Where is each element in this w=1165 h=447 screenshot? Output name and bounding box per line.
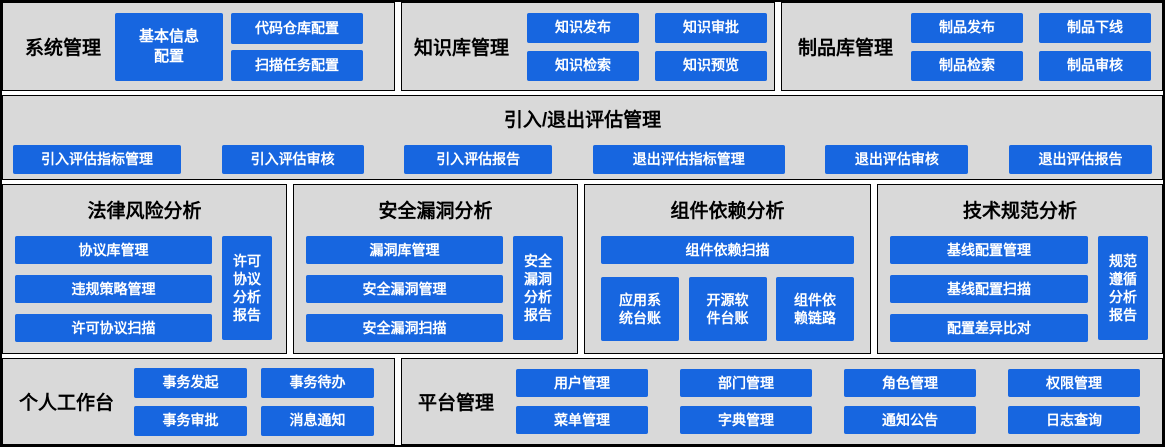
vuln-management-button[interactable]: 安全漏洞管理 — [306, 275, 503, 303]
dependency-body: 组件依赖扫描 应用系统台账 开源软件台账 组件依赖链路 — [585, 223, 870, 341]
dependency-button-row: 应用系统台账 开源软件台账 组件依赖链路 — [601, 277, 854, 341]
system-button-column: 代码仓库配置 扫描任务配置 — [231, 12, 364, 81]
platform-management-title: 平台管理 — [418, 393, 495, 414]
evaluation-button-row: 引入评估指标管理 引入评估审核 引入评估报告 退出评估指标管理 退出评估审核 退… — [3, 145, 1162, 174]
basic-info-config-button[interactable]: 基本信息配置 — [115, 12, 224, 81]
knowledge-button-grid: 知识发布 知识审批 知识检索 知识预览 — [527, 12, 768, 81]
panel-dependency-analysis: 组件依赖分析 组件依赖扫描 应用系统台账 开源软件台账 组件依赖链路 — [584, 184, 871, 354]
artifact-search-button[interactable]: 制品检索 — [911, 50, 1024, 81]
panel-artifact-management: 制品库管理 制品发布 制品下线 制品检索 制品审核 — [781, 2, 1163, 91]
legal-body: 协议库管理 违规策略管理 许可协议扫描 许可协议分析报告 — [3, 223, 286, 342]
panel-platform-management: 平台管理 用户管理 部门管理 角色管理 权限管理 菜单管理 字典管理 通知公告 … — [401, 358, 1163, 445]
system-management-title: 系统管理 — [25, 38, 102, 59]
license-scan-button[interactable]: 许可协议扫描 — [15, 314, 212, 342]
oss-ledger-button[interactable]: 开源软件台账 — [688, 277, 767, 341]
import-eval-review-button[interactable]: 引入评估审核 — [221, 145, 364, 174]
vuln-button-stack: 漏洞库管理 安全漏洞管理 安全漏洞扫描 — [306, 236, 503, 342]
exit-eval-review-button[interactable]: 退出评估审核 — [825, 145, 969, 174]
panel-legal-risk-analysis: 法律风险分析 协议库管理 违规策略管理 许可协议扫描 许可协议分析报告 — [2, 184, 287, 354]
baseline-config-scan-button[interactable]: 基线配置扫描 — [890, 275, 1088, 303]
panel-specification-analysis: 技术规范分析 基线配置管理 基线配置扫描 配置差异比对 规范遵循分析报告 — [877, 184, 1163, 354]
artifact-publish-button[interactable]: 制品发布 — [911, 12, 1024, 43]
log-query-button[interactable]: 日志查询 — [1007, 406, 1140, 434]
panel-vulnerability-analysis: 安全漏洞分析 漏洞库管理 安全漏洞管理 安全漏洞扫描 安全漏洞分析报告 — [293, 184, 578, 354]
panel-knowledge-management: 知识库管理 知识发布 知识审批 知识检索 知识预览 — [401, 2, 775, 91]
task-approve-button[interactable]: 事务审批 — [134, 405, 248, 436]
app-system-ledger-button[interactable]: 应用系统台账 — [601, 277, 679, 341]
vuln-scan-button[interactable]: 安全漏洞扫描 — [306, 314, 503, 342]
panel-personal-workbench: 个人工作台 事务发起 事务待办 事务审批 消息通知 — [2, 358, 395, 445]
role-management-button[interactable]: 角色管理 — [843, 369, 976, 397]
task-initiate-button[interactable]: 事务发起 — [134, 367, 248, 398]
knowledge-search-button[interactable]: 知识检索 — [527, 50, 640, 81]
spec-body: 基线配置管理 基线配置扫描 配置差异比对 规范遵循分析报告 — [878, 223, 1162, 342]
artifact-review-button[interactable]: 制品审核 — [1039, 50, 1152, 81]
vulnerability-title: 安全漏洞分析 — [378, 201, 493, 222]
workbench-title: 个人工作台 — [19, 393, 115, 414]
vuln-library-button[interactable]: 漏洞库管理 — [306, 236, 503, 264]
vuln-body: 漏洞库管理 安全漏洞管理 安全漏洞扫描 安全漏洞分析报告 — [294, 223, 577, 342]
dependency-scan-button[interactable]: 组件依赖扫描 — [601, 236, 854, 264]
workbench-button-grid: 事务发起 事务待办 事务审批 消息通知 — [134, 367, 375, 436]
spec-compliance-report-button[interactable]: 规范遵循分析报告 — [1098, 236, 1148, 340]
panel-system-management: 系统管理 基本信息配置 代码仓库配置 扫描任务配置 — [2, 2, 395, 91]
dependency-chain-button[interactable]: 组件依赖链路 — [776, 277, 854, 341]
legal-risk-title: 法律风险分析 — [87, 201, 202, 222]
permission-management-button[interactable]: 权限管理 — [1007, 369, 1140, 397]
user-management-button[interactable]: 用户管理 — [516, 369, 649, 397]
license-analysis-report-button[interactable]: 许可协议分析报告 — [222, 236, 272, 340]
knowledge-management-title: 知识库管理 — [414, 38, 510, 59]
knowledge-preview-button[interactable]: 知识预览 — [655, 50, 768, 81]
task-todo-button[interactable]: 事务待办 — [261, 367, 375, 398]
import-eval-report-button[interactable]: 引入评估报告 — [404, 145, 553, 174]
spec-button-stack: 基线配置管理 基线配置扫描 配置差异比对 — [890, 236, 1088, 342]
exit-eval-metrics-button[interactable]: 退出评估指标管理 — [592, 145, 785, 174]
platform-button-grid: 用户管理 部门管理 角色管理 权限管理 菜单管理 字典管理 通知公告 日志查询 — [516, 369, 1140, 434]
artifact-management-title: 制品库管理 — [798, 38, 894, 59]
specification-title: 技术规范分析 — [962, 201, 1077, 222]
code-repo-config-button[interactable]: 代码仓库配置 — [231, 12, 364, 44]
department-management-button[interactable]: 部门管理 — [680, 369, 812, 397]
message-notice-button[interactable]: 消息通知 — [261, 405, 375, 436]
exit-eval-report-button[interactable]: 退出评估报告 — [1008, 145, 1152, 174]
baseline-config-mgmt-button[interactable]: 基线配置管理 — [890, 236, 1088, 264]
knowledge-approve-button[interactable]: 知识审批 — [655, 12, 768, 43]
vuln-analysis-report-button[interactable]: 安全漏洞分析报告 — [513, 236, 563, 340]
dependency-title: 组件依赖分析 — [670, 201, 785, 222]
legal-button-stack: 协议库管理 违规策略管理 许可协议扫描 — [15, 236, 212, 342]
knowledge-publish-button[interactable]: 知识发布 — [527, 12, 640, 43]
menu-management-button[interactable]: 菜单管理 — [516, 406, 649, 434]
artifact-offline-button[interactable]: 制品下线 — [1039, 12, 1152, 43]
evaluation-management-title: 引入/退出评估管理 — [503, 110, 662, 131]
protocol-library-button[interactable]: 协议库管理 — [15, 236, 212, 264]
config-diff-button[interactable]: 配置差异比对 — [890, 314, 1088, 342]
violation-policy-button[interactable]: 违规策略管理 — [15, 275, 212, 303]
scan-task-config-button[interactable]: 扫描任务配置 — [231, 49, 364, 81]
announcement-button[interactable]: 通知公告 — [843, 406, 976, 434]
panel-evaluation-management: 引入/退出评估管理 引入评估指标管理 引入评估审核 引入评估报告 退出评估指标管… — [2, 95, 1163, 180]
dictionary-management-button[interactable]: 字典管理 — [680, 406, 812, 434]
artifact-button-grid: 制品发布 制品下线 制品检索 制品审核 — [911, 12, 1152, 81]
import-eval-metrics-button[interactable]: 引入评估指标管理 — [13, 145, 181, 174]
